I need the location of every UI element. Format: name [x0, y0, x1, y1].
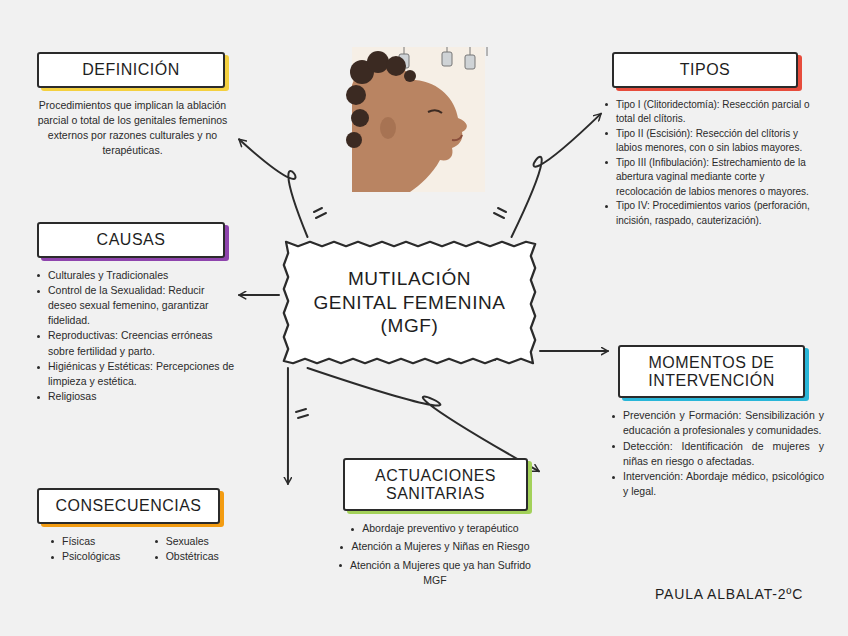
curly-arrow — [512, 114, 602, 237]
body-text: FísicasPsicológicas SexualesObstétricas — [37, 534, 227, 564]
bullet-item: Atención a Mujeres que ya han Sufrido MG… — [335, 558, 535, 588]
bullet-item: Higiénicas y Estéticas: Percepciones de … — [37, 359, 235, 389]
heading-box: MOMENTOS DE INTERVENCIÓN — [618, 345, 805, 398]
heading-text: MOMENTOS DE INTERVENCIÓN — [626, 354, 797, 389]
arrow — [239, 294, 279, 296]
heading-text: DEFINICIÓN — [45, 61, 217, 79]
arrow — [287, 368, 289, 484]
wavy-outline — [284, 242, 535, 363]
heading-text: ACTUACIONES SANITARIAS — [351, 467, 520, 502]
bullet-item: Tipo IV: Procedimientos varios (perforac… — [605, 199, 817, 228]
body-text: Tipo I (Clitoridectomía): Resección parc… — [605, 98, 817, 229]
curly-arrow — [239, 139, 308, 237]
central-topic: MUTILACIÓN GENITAL FEMENINA (MGF) — [282, 240, 537, 365]
bullet-item: Tipo III (Infibulación): Estrechamiento … — [605, 156, 817, 200]
topic-node: DEFINICIÓN Procedimientos que implican la… — [30, 52, 235, 158]
body-paragraph: Procedimientos que implican la ablación … — [30, 98, 235, 159]
bullet-item: Religiosas — [37, 389, 235, 404]
heading-text: TIPOS — [620, 61, 790, 79]
heading-box: ACTUACIONES SANITARIAS — [343, 458, 528, 511]
bullet-item: Psicológicas — [51, 549, 129, 564]
topic-node: CONSECUENCIAS FísicasPsicológicas Sexuales… — [37, 488, 227, 564]
curly-arrow — [308, 368, 540, 471]
heading-text: CONSECUENCIAS — [45, 497, 212, 515]
topic-node: CAUSAS Culturales y TradicionalesControl … — [37, 222, 235, 405]
bullet-item: Culturales y Tradicionales — [37, 268, 235, 283]
bullet-item: Tipo II (Escisión): Resección del clítor… — [605, 127, 817, 156]
body-text: Culturales y TradicionalesControl de la … — [37, 268, 235, 405]
central-title: MUTILACIÓN GENITAL FEMENINA (MGF) — [304, 267, 515, 338]
topic-node: MOMENTOS DE INTERVENCIÓN Prevención y For… — [612, 345, 824, 500]
heading-box: CONSECUENCIAS — [37, 488, 220, 524]
bullet-item: Detección: Identificación de mujeres y n… — [612, 439, 824, 469]
bullet-item: Sexuales — [155, 534, 227, 549]
heading-box: TIPOS — [612, 52, 798, 88]
bullet-item: Intervención: Abordaje médico, psicológi… — [612, 469, 824, 499]
topic-node: ACTUACIONES SANITARIAS Abordaje preventiv… — [335, 458, 535, 591]
arrow — [540, 350, 608, 352]
body-text: Procedimientos que implican la ablación … — [30, 98, 235, 159]
author-signature: PAULA ALBALAT-2ºC — [655, 586, 803, 602]
bullet-item: Prevención y Formación: Sensibilización … — [612, 408, 824, 438]
bullet-item: Tipo I (Clitoridectomía): Resección parc… — [605, 98, 817, 127]
body-text: Abordaje preventivo y terapéuticoAtenció… — [335, 521, 535, 588]
heading-box: CAUSAS — [37, 222, 225, 258]
bullet-item: Atención a Mujeres y Niñas en Riesgo — [335, 539, 535, 554]
bullet-item: Físicas — [51, 534, 129, 549]
bullet-item: Reproductivas: Creencias erróneas sobre … — [37, 328, 235, 358]
heading-text: CAUSAS — [45, 231, 217, 249]
child-illustration — [346, 47, 487, 192]
body-text: Prevención y Formación: Sensibilización … — [612, 408, 824, 499]
bullet-item: Obstétricas — [155, 549, 227, 564]
bullet-item: Control de la Sexualidad: Reducir deseo … — [37, 283, 235, 329]
heading-box: DEFINICIÓN — [37, 52, 225, 88]
bullet-item: Abordaje preventivo y terapéutico — [335, 521, 535, 536]
topic-node: TIPOS Tipo I (Clitoridectomía): Resección… — [605, 52, 817, 228]
